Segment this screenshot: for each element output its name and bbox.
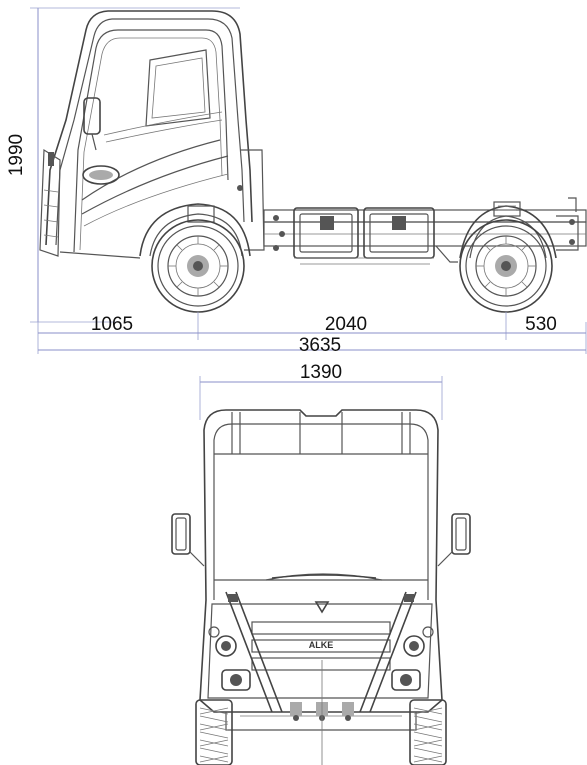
front-right-tyre xyxy=(409,699,447,765)
rear-overhang-label: 530 xyxy=(525,314,557,335)
front-view: 1390 xyxy=(171,362,471,765)
total-length-label: 3635 xyxy=(299,335,341,356)
vehicle-cab xyxy=(39,10,265,257)
front-cab xyxy=(203,409,439,601)
front-undercarriage xyxy=(225,660,417,765)
rear-suspension xyxy=(459,197,579,259)
width-dimension: 1390 xyxy=(199,362,443,420)
side-view: 1990 xyxy=(6,7,587,356)
chassis xyxy=(263,207,587,265)
front-grille: ALKE xyxy=(199,591,443,713)
wheelbase-label: 2040 xyxy=(325,314,367,335)
front-fender xyxy=(59,203,251,259)
left-mirror xyxy=(171,513,205,567)
front-wheel xyxy=(151,219,245,313)
length-dimensions: 1065 2040 530 3635 xyxy=(37,312,587,356)
right-mirror xyxy=(437,513,471,567)
front-logo: ALKE xyxy=(309,640,334,650)
front-overhang-label: 1065 xyxy=(91,314,133,335)
front-left-tyre xyxy=(195,699,233,765)
width-label: 1390 xyxy=(300,362,342,383)
height-dimension: 1990 xyxy=(6,7,240,323)
height-label: 1990 xyxy=(6,134,27,176)
